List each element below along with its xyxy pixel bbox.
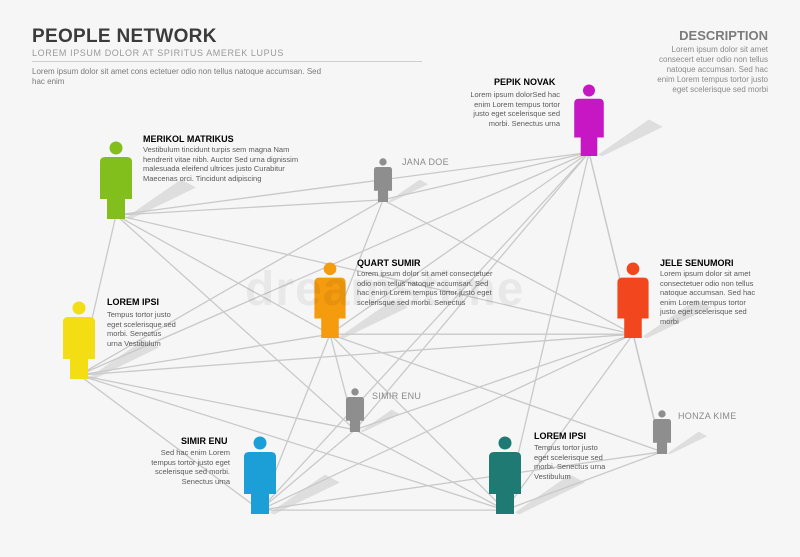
page-title: PEOPLE NETWORK <box>32 26 217 47</box>
connection-jele-simir1 <box>354 333 634 431</box>
person-text-jele: Lorem ipsum dolor sit amet consectetuer … <box>660 269 756 326</box>
person-name-jana: JANA DOE <box>402 157 449 167</box>
person-text-merikol: Vestibulum tincidunt turpis sem magna Na… <box>143 145 299 183</box>
connection-jele-lorem1 <box>78 333 634 376</box>
shadow-lorem1 <box>89 339 159 380</box>
connection-lorem1-simir2 <box>78 374 261 511</box>
connection-lorem1-simir1 <box>78 374 356 431</box>
person-icon-pepik <box>574 84 604 156</box>
connection-jele-lorem2 <box>504 333 634 511</box>
shadow-quart <box>339 299 408 339</box>
shadow-simir2 <box>270 474 340 515</box>
person-name-honza: HONZA KIME <box>678 411 737 421</box>
shadow-honza <box>667 431 708 455</box>
shadow-jele <box>642 299 711 339</box>
description-text: Lorem ipsum dolor sit amet consecert etu… <box>657 45 768 94</box>
person-text-lorem-ipsi-1: Tempus tortor justo eget scelerisque sed… <box>107 310 176 348</box>
connection-pepik-lorem1 <box>78 151 590 376</box>
person-icon-jana <box>373 158 393 202</box>
person-icon-quart <box>314 262 346 338</box>
connection-pepik-merikol <box>115 151 590 216</box>
person-text-pepik: Lorem ipsum dolorSed hac enim Lorem temp… <box>470 90 560 128</box>
person-icon-simir1 <box>345 388 365 432</box>
connection-pepik-jana <box>382 151 590 201</box>
connection-pepik-quart <box>329 151 590 335</box>
person-name-simir-enu-2: SIMIR ENU <box>181 436 228 446</box>
person-text-lorem-ipsi-2: Tempus tortor justo eget scelerisque sed… <box>534 443 606 481</box>
connection-quart-lorem2 <box>329 333 506 511</box>
connection-jana-jele <box>382 199 634 335</box>
person-icon-jele <box>617 262 649 338</box>
watermark: dreamstime <box>245 263 525 316</box>
connection-merikol-simir1 <box>115 214 356 431</box>
person-icon-honza <box>652 410 672 454</box>
intro-text: Lorem ipsum dolor sit amet cons ectetuer… <box>32 67 322 86</box>
connection-jana-lorem1 <box>78 199 384 376</box>
person-name-merikol: MERIKOL MATRIKUS <box>143 134 234 144</box>
connection-merikol-jana <box>115 199 384 216</box>
connection-simir1-simir2 <box>259 429 356 511</box>
shadow-merikol <box>126 179 196 220</box>
person-name-lorem-ipsi-1: LOREM IPSI <box>107 297 160 307</box>
person-name-jele: JELE SENUMORI <box>660 258 734 268</box>
shadow-pepik <box>598 119 663 157</box>
connection-simir1-lorem2 <box>354 429 506 511</box>
person-icon-merikol <box>100 141 132 219</box>
connection-quart-lorem1 <box>78 333 331 376</box>
page-subtitle: LOREM IPSUM DOLOR AT SPIRITUS AMEREK LUP… <box>32 48 284 58</box>
connection-lorem2-honza <box>504 451 663 511</box>
person-name-pepik: PEPIK NOVAK <box>494 77 556 87</box>
person-name-simir-enu-1: SIMIR ENU <box>372 391 422 401</box>
connection-simir2-honza <box>259 451 663 511</box>
person-name-lorem-ipsi-2: LOREM IPSI <box>534 431 587 441</box>
person-icon-simir2 <box>244 436 276 514</box>
connection-pepik-lorem2 <box>504 152 590 511</box>
connection-jele-simir2 <box>259 333 634 511</box>
connection-quart-honza <box>329 333 663 453</box>
person-icon-lorem1 <box>63 301 95 379</box>
connection-lorem1-lorem2 <box>78 374 506 511</box>
title-divider <box>32 61 422 62</box>
description-title: DESCRIPTION <box>679 28 768 43</box>
person-icon-lorem2 <box>489 436 521 514</box>
connection-merikol-quart <box>115 214 331 335</box>
person-text-quart: Lorem ipsum dolor sit amet consectetuer … <box>357 269 493 307</box>
connection-pepik-simir1 <box>354 151 590 431</box>
person-text-simir-enu-2: Sed hac enim Lorem tempus tortor justo e… <box>151 448 230 486</box>
shadow-lorem2 <box>515 474 585 515</box>
connection-merikol-jele <box>115 214 634 335</box>
person-name-quart: QUART SUMIR <box>357 258 421 268</box>
